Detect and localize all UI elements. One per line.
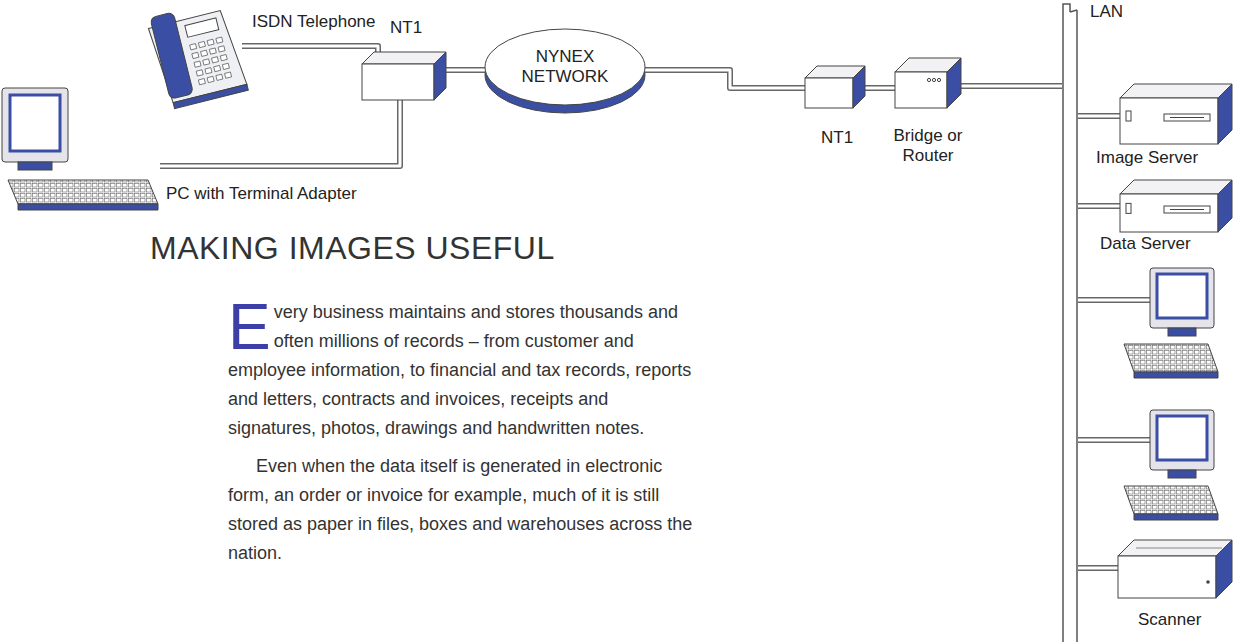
box-front bbox=[895, 72, 947, 108]
box-icon bbox=[805, 66, 865, 108]
bus-node: LAN bbox=[1062, 0, 1078, 642]
node-shape bbox=[1118, 540, 1232, 598]
box-side bbox=[1216, 540, 1232, 598]
line-inner bbox=[1078, 205, 1120, 208]
line-inner bbox=[865, 87, 895, 90]
line-inner bbox=[1078, 115, 1120, 118]
line-outer bbox=[645, 70, 805, 88]
cloud-node: NYNEX NETWORK bbox=[485, 27, 645, 115]
box-top bbox=[362, 52, 446, 64]
pc-icon bbox=[2, 88, 158, 210]
node-shape bbox=[1062, 0, 1078, 642]
box-icon bbox=[362, 52, 446, 100]
workstation-1 bbox=[1078, 268, 1218, 378]
isdn-line bbox=[961, 86, 1062, 87]
isdn-line bbox=[645, 70, 805, 88]
box-node: NT1 bbox=[805, 66, 865, 108]
scanner-icon bbox=[1118, 540, 1232, 598]
box-side bbox=[853, 66, 865, 108]
line-outer bbox=[1078, 565, 1118, 571]
server-node: Data Server bbox=[1120, 180, 1232, 232]
box-side bbox=[947, 58, 961, 108]
node-label: NT1 bbox=[390, 18, 422, 38]
pc-node: PC with Terminal Adapter bbox=[2, 88, 160, 214]
box-front bbox=[1120, 194, 1218, 232]
isdn-line bbox=[160, 100, 400, 166]
isdn-line bbox=[1078, 568, 1118, 569]
body-paragraph: Every business maintains and stores thou… bbox=[228, 298, 698, 443]
line-inner bbox=[242, 46, 378, 52]
scanner-node: Scanner bbox=[1118, 540, 1232, 598]
isdn-line bbox=[1078, 206, 1120, 207]
node-shape bbox=[148, 4, 242, 102]
box-front bbox=[805, 78, 853, 108]
workstation-2 bbox=[1078, 410, 1218, 520]
node-shape bbox=[1120, 180, 1232, 232]
router-node: Bridge or Router bbox=[895, 58, 961, 108]
node-label: NT1 bbox=[821, 128, 853, 148]
line-inner bbox=[1078, 567, 1118, 570]
node-label: LAN bbox=[1090, 2, 1123, 22]
box-side bbox=[1218, 180, 1232, 232]
node-shape bbox=[2, 88, 160, 214]
isdn-line bbox=[446, 70, 485, 71]
isdn-line bbox=[865, 88, 895, 89]
isdn-line bbox=[242, 46, 378, 52]
node-label: Bridge or Router bbox=[883, 126, 973, 166]
node-shape bbox=[805, 66, 865, 108]
box-front bbox=[1120, 98, 1218, 144]
line-outer bbox=[1078, 113, 1120, 119]
line-inner bbox=[961, 85, 1062, 88]
router-icon bbox=[895, 58, 961, 108]
box-top bbox=[1120, 84, 1232, 98]
node-shape bbox=[362, 52, 446, 100]
server-node: Image Server bbox=[1120, 84, 1232, 144]
box-top bbox=[1118, 540, 1232, 556]
line-outer bbox=[1078, 203, 1120, 209]
node-shape bbox=[895, 58, 961, 108]
phone-icon bbox=[146, 0, 248, 110]
box-node: NT1 bbox=[362, 52, 446, 100]
line-outer bbox=[865, 85, 895, 91]
node-label: NYNEX NETWORK bbox=[485, 27, 645, 107]
line-inner bbox=[446, 69, 485, 72]
line-outer bbox=[961, 83, 1062, 89]
line-outer bbox=[160, 100, 400, 166]
node-label: Data Server bbox=[1100, 234, 1191, 254]
box-side bbox=[1218, 84, 1232, 144]
node-label: PC with Terminal Adapter bbox=[166, 184, 357, 204]
phone-node: ISDN Telephone bbox=[148, 4, 242, 102]
node-label: ISDN Telephone bbox=[252, 12, 376, 32]
bus-icon bbox=[1063, 4, 1077, 642]
server-icon bbox=[1120, 180, 1232, 232]
server-icon bbox=[1120, 84, 1232, 144]
line-outer bbox=[446, 67, 485, 73]
node-shape bbox=[1120, 84, 1232, 144]
line-outer bbox=[242, 46, 378, 52]
box-front bbox=[1118, 556, 1216, 598]
line-inner bbox=[645, 70, 805, 88]
node-label: Scanner bbox=[1138, 610, 1201, 630]
isdn-line bbox=[1078, 116, 1120, 117]
heading: MAKING IMAGES USEFUL bbox=[150, 230, 555, 267]
node-label: Image Server bbox=[1096, 148, 1198, 168]
line-inner bbox=[160, 100, 400, 166]
box-top bbox=[1120, 180, 1232, 194]
box-side bbox=[434, 52, 446, 100]
body-paragraph: Even when the data itself is generated i… bbox=[228, 452, 698, 568]
box-front bbox=[362, 64, 434, 100]
